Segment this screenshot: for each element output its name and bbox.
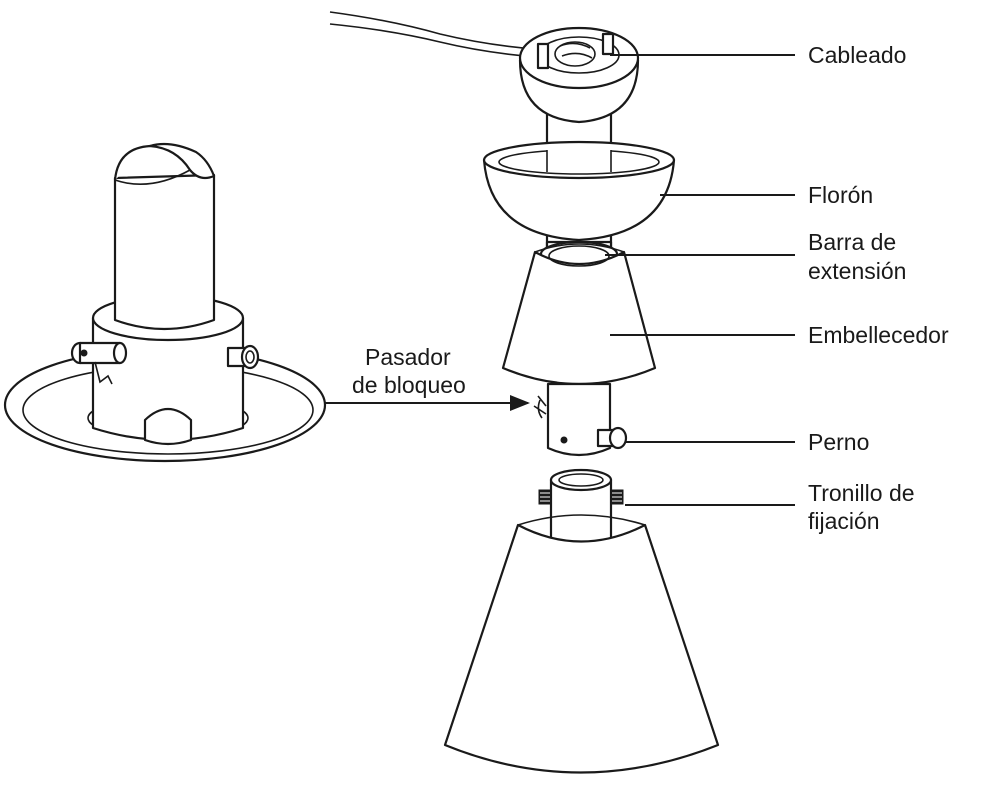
label-pin: Perno (808, 429, 869, 455)
label-canopy: Florón (808, 182, 873, 208)
label-trim: Embellecedor (808, 322, 949, 348)
detail-collar-assembly (3, 142, 327, 463)
trim-cone (501, 243, 657, 386)
detail-bolt (226, 344, 260, 370)
downrod-bottom (533, 382, 628, 457)
label-downrod-line1: Barra de (808, 229, 896, 255)
motor-collar (538, 468, 624, 544)
label-downrod-line2: extensión (808, 258, 906, 284)
main-assembly (329, 11, 720, 774)
labels: Cableado Florón Barra de extensión Embel… (352, 42, 949, 534)
wiring-cables (329, 11, 549, 59)
set-screw-left (538, 489, 552, 505)
label-lockpin-line2: de bloqueo (352, 372, 466, 398)
hanger-ball (518, 26, 640, 124)
pin-bolt (596, 426, 628, 450)
set-screw-right (610, 489, 624, 505)
label-lockpin-line1: Pasador (365, 344, 451, 370)
leader-lines (605, 54, 795, 506)
canopy-bowl (482, 140, 676, 242)
label-setscrew-line2: fijación (808, 508, 880, 534)
label-setscrew-line1: Tronillo de (808, 480, 915, 506)
label-wiring: Cableado (808, 42, 906, 68)
detail-lock-pin (70, 341, 128, 385)
motor-housing (443, 514, 720, 774)
